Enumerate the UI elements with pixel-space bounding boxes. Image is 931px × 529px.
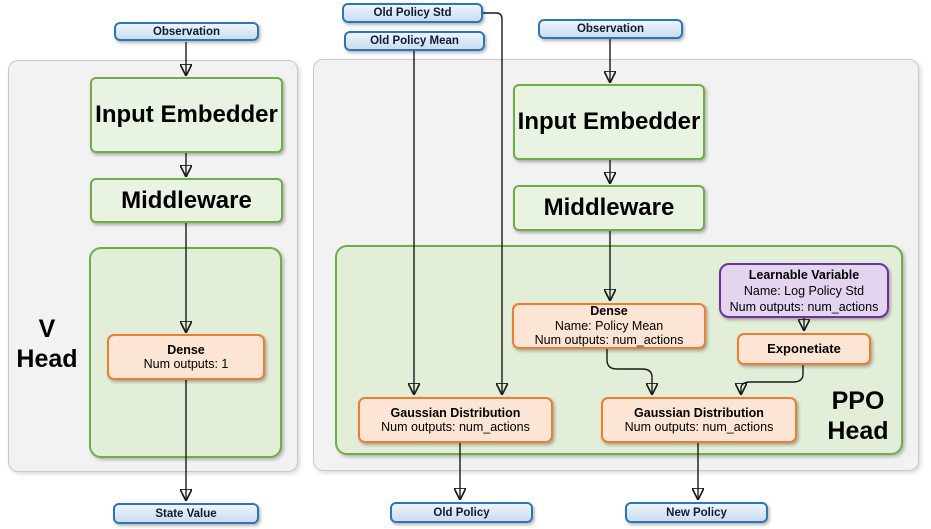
- gaussian-new-outputs: Num outputs: num_actions: [624, 420, 774, 434]
- exponetiate-label: Exponetiate: [767, 340, 841, 356]
- old-policy-output-node: Old Policy: [390, 502, 533, 523]
- old-policy-mean-label: Old Policy Mean: [370, 35, 459, 47]
- v-middleware-label: Middleware: [121, 186, 252, 214]
- ppo-dense-outputs: Num outputs: num_actions: [534, 333, 684, 348]
- old-policy-output-label: Old Policy: [433, 506, 490, 519]
- observation-node-v: Observation: [114, 22, 259, 41]
- v-dense-outputs: Num outputs: 1: [143, 357, 229, 371]
- ppo-head-label-line1: PPO: [831, 387, 885, 415]
- v-head-label: V Head: [6, 314, 88, 374]
- v-middleware-node: Middleware: [90, 178, 283, 223]
- v-input-embedder-label: Input Embedder: [95, 101, 278, 128]
- learnable-variable-node: Learnable Variable Name: Log Policy Std …: [719, 263, 889, 318]
- v-input-embedder-node: Input Embedder: [90, 77, 283, 153]
- old-policy-std-node: Old Policy Std: [342, 3, 483, 23]
- state-value-node: State Value: [113, 503, 259, 524]
- ppo-middleware-label: Middleware: [543, 194, 675, 221]
- ppo-input-embedder-node: Input Embedder: [513, 84, 705, 160]
- ppo-head-label: PPO Head: [806, 386, 910, 446]
- observation-node-v-label: Observation: [152, 25, 221, 38]
- observation-node-ppo: Observation: [538, 19, 683, 39]
- ppo-dense-title: Dense: [590, 304, 628, 319]
- ppo-input-embedder-label: Input Embedder: [517, 108, 701, 135]
- state-value-label: State Value: [155, 507, 217, 520]
- v-head-label-line1: V: [38, 315, 56, 343]
- ppo-dense-node: Dense Name: Policy Mean Num outputs: num…: [512, 303, 706, 349]
- new-policy-output-node: New Policy: [625, 502, 768, 523]
- new-policy-output-label: New Policy: [666, 506, 727, 519]
- v-head-label-line2: Head: [16, 345, 78, 373]
- v-dense-title: Dense: [167, 342, 205, 357]
- v-dense-node: Dense Num outputs: 1: [107, 334, 265, 380]
- gaussian-old-title: Gaussian Distribution: [390, 405, 521, 420]
- learnable-variable-name: Name: Log Policy Std: [743, 283, 865, 298]
- old-policy-std-label: Old Policy Std: [373, 7, 452, 19]
- old-policy-mean-node: Old Policy Mean: [344, 31, 485, 51]
- ppo-middleware-node: Middleware: [513, 185, 705, 231]
- ppo-dense-name: Name: Policy Mean: [554, 318, 664, 333]
- learnable-variable-title: Learnable Variable: [748, 267, 860, 282]
- gaussian-distribution-new-node: Gaussian Distribution Num outputs: num_a…: [601, 397, 797, 443]
- learnable-variable-outputs: Num outputs: num_actions: [729, 299, 879, 314]
- gaussian-distribution-old-node: Gaussian Distribution Num outputs: num_a…: [358, 397, 553, 443]
- gaussian-new-title: Gaussian Distribution: [634, 405, 764, 420]
- exponetiate-node: Exponetiate: [737, 333, 871, 365]
- observation-node-ppo-label: Observation: [576, 23, 645, 35]
- gaussian-old-outputs: Num outputs: num_actions: [381, 420, 530, 434]
- ppo-head-label-line2: Head: [827, 417, 889, 445]
